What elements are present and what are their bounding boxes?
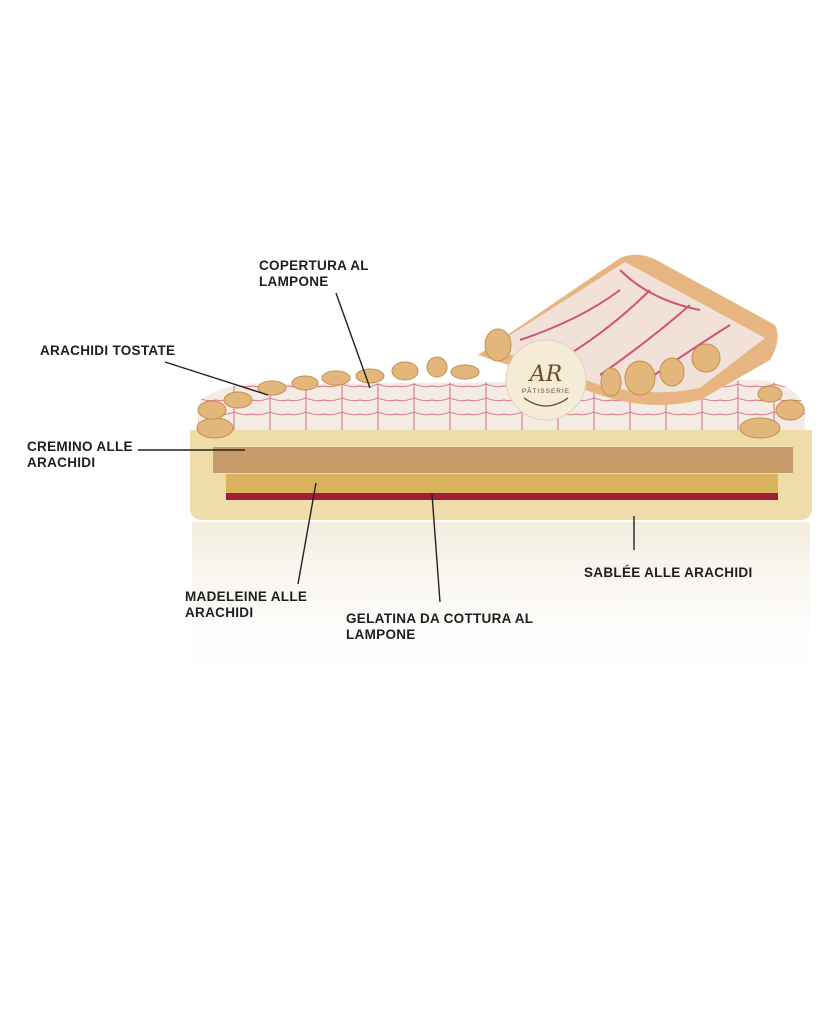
label-gelatina-da-cottura: GELATINA DA COTTURA AL LAMPONE	[346, 611, 533, 643]
label-madeleine-alle-arachidi: MADELEINE ALLE ARACHIDI	[185, 589, 307, 621]
label-line: SABLÉE ALLE ARACHIDI	[584, 565, 753, 580]
label-copertura-al-lampone: COPERTURA AL LAMPONE	[259, 258, 369, 290]
label-line: ARACHIDI	[185, 605, 254, 620]
label-line: LAMPONE	[346, 627, 416, 642]
label-line: LAMPONE	[259, 274, 329, 289]
label-cremino-alle-arachidi: CREMINO ALLE ARACHIDI	[27, 439, 133, 471]
patisserie-logo: AR PÂTISSERIE	[505, 339, 587, 421]
label-sablee-alle-arachidi: SABLÉE ALLE ARACHIDI	[584, 565, 753, 581]
label-line: ARACHIDI TOSTATE	[40, 343, 176, 358]
label-arachidi-tostate: ARACHIDI TOSTATE	[40, 343, 175, 359]
label-line: CREMINO ALLE	[27, 439, 133, 454]
svg-text:PÂTISSERIE: PÂTISSERIE	[522, 386, 570, 395]
label-line: COPERTURA AL	[259, 258, 369, 273]
reflection	[192, 522, 810, 692]
leader-lines	[138, 292, 635, 603]
gelatina-layer	[226, 493, 778, 500]
label-line: MADELEINE ALLE	[185, 589, 308, 604]
label-line: GELATINA DA COTTURA AL	[346, 611, 534, 626]
cremino-layer	[213, 447, 793, 473]
label-line: ARACHIDI	[27, 455, 96, 470]
svg-text:AR: AR	[528, 362, 562, 387]
madeleine-layer	[226, 474, 778, 493]
roasted-peanuts	[196, 356, 805, 439]
